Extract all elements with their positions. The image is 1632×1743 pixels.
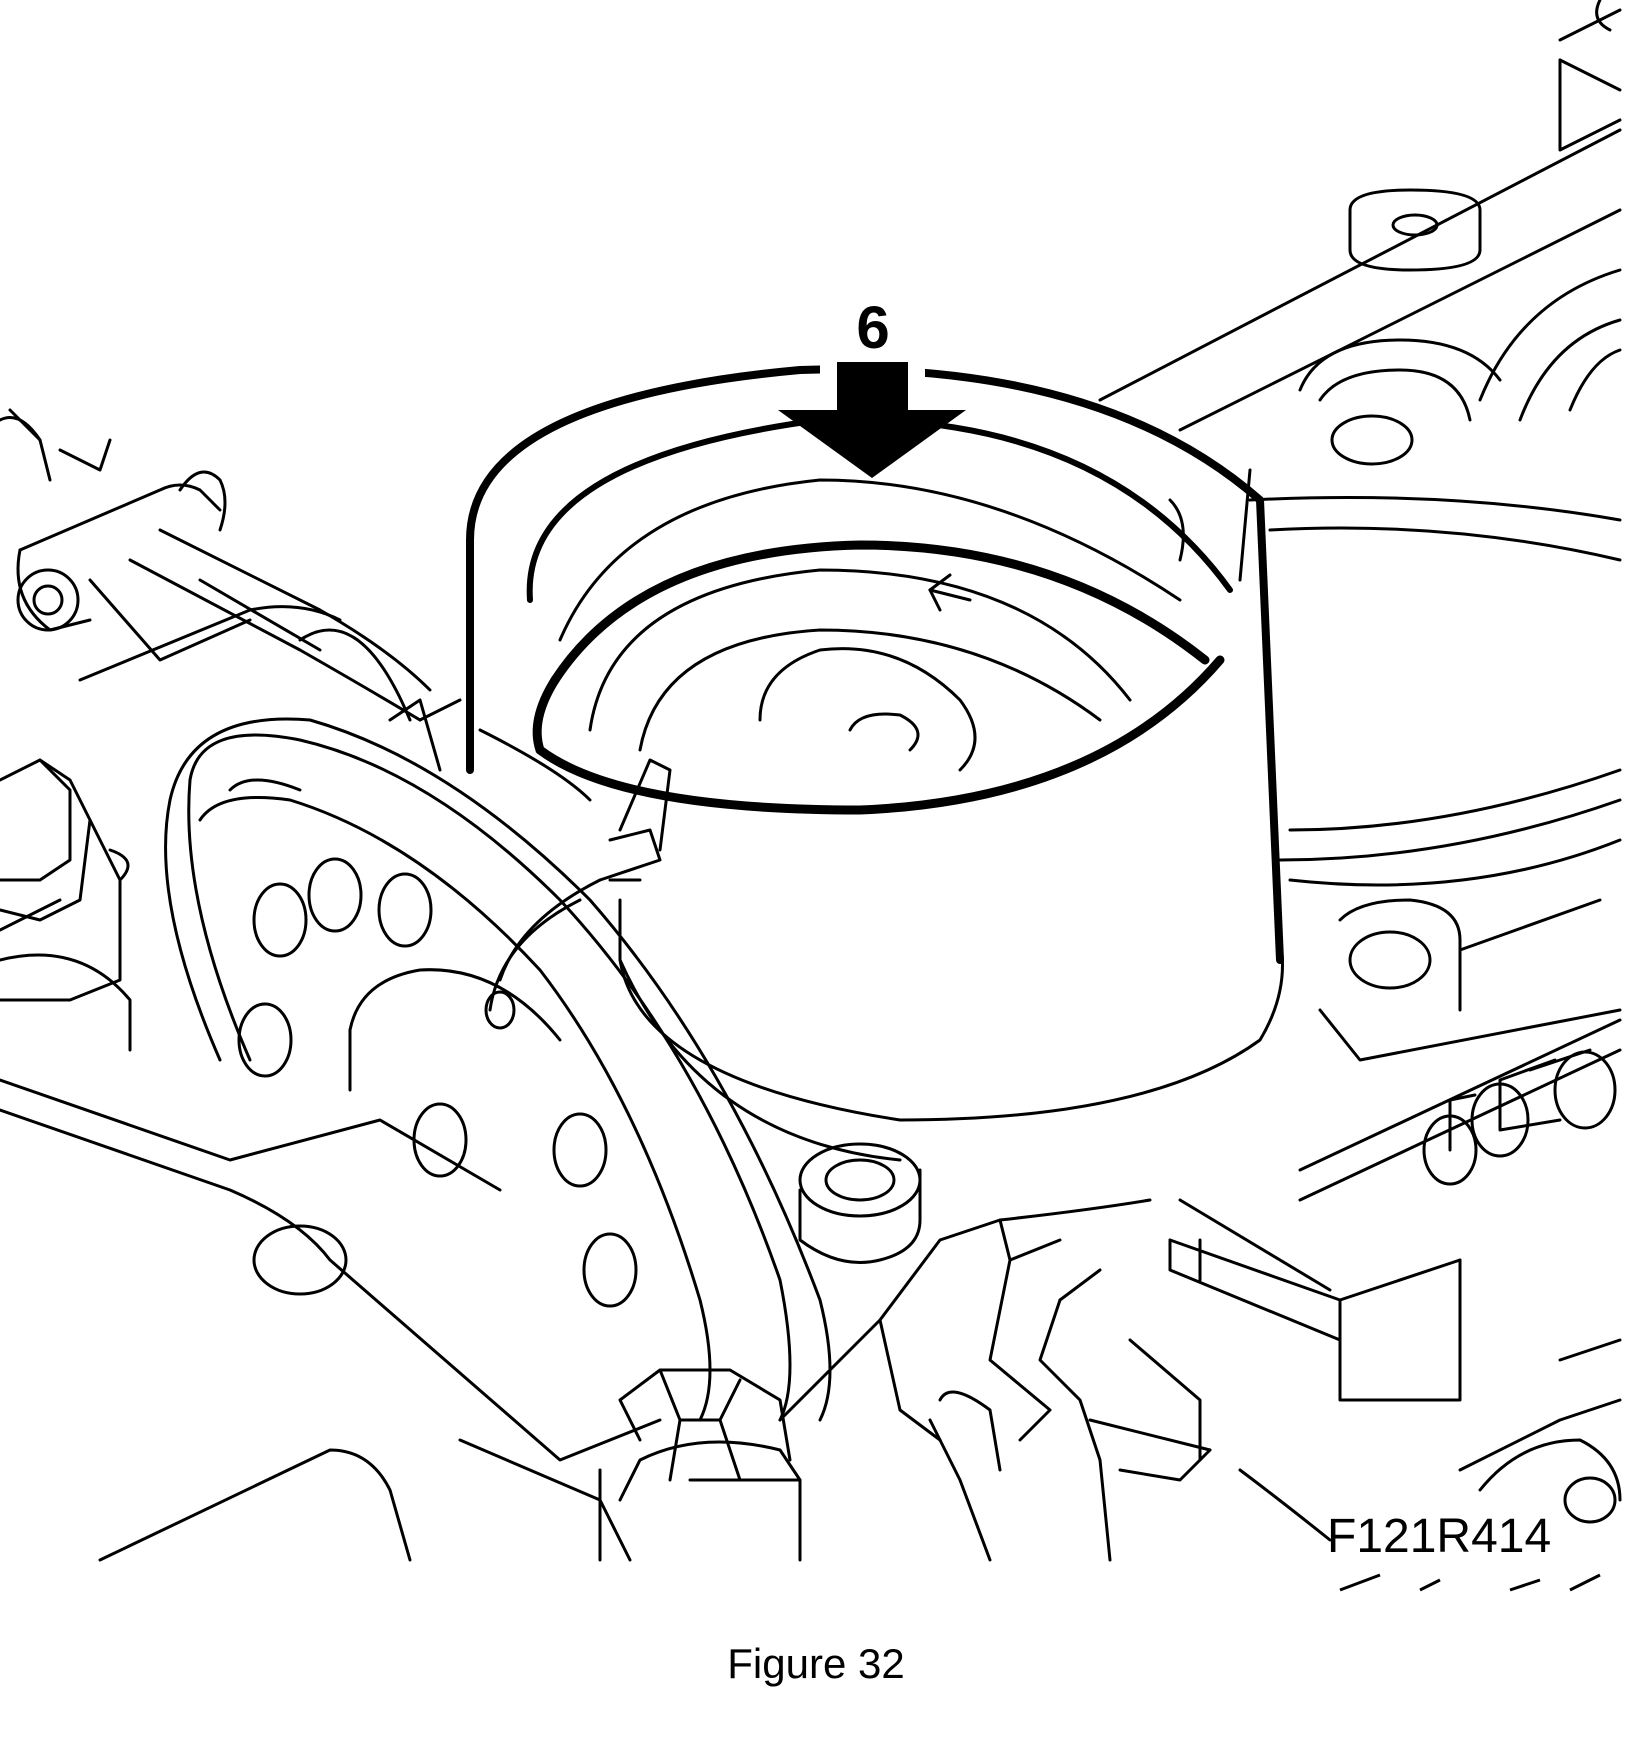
ring-detail-right <box>1238 468 1252 582</box>
lower-casting <box>778 1198 1332 1562</box>
engine-block-outline <box>1098 0 1622 1524</box>
drawing-code-block: F121R414 <box>1327 1510 1601 1592</box>
drawing-code: F121R414 <box>1327 1510 1551 1563</box>
dowel-pin <box>798 1142 922 1264</box>
callout-number: 6 <box>856 294 889 361</box>
lower-left-structure <box>0 898 662 1562</box>
figure-caption: Figure 32 <box>727 1640 905 1687</box>
cable-tie <box>484 758 672 1030</box>
down-arrow-icon <box>778 362 966 478</box>
left-bolt <box>0 758 130 1002</box>
ring-detail <box>1168 498 1185 562</box>
callout-6: 6 <box>778 294 966 478</box>
special-tool-6 <box>466 365 1284 1162</box>
pulley <box>164 717 832 1422</box>
lower-bolt <box>598 1368 802 1562</box>
left-bracket <box>0 408 462 772</box>
